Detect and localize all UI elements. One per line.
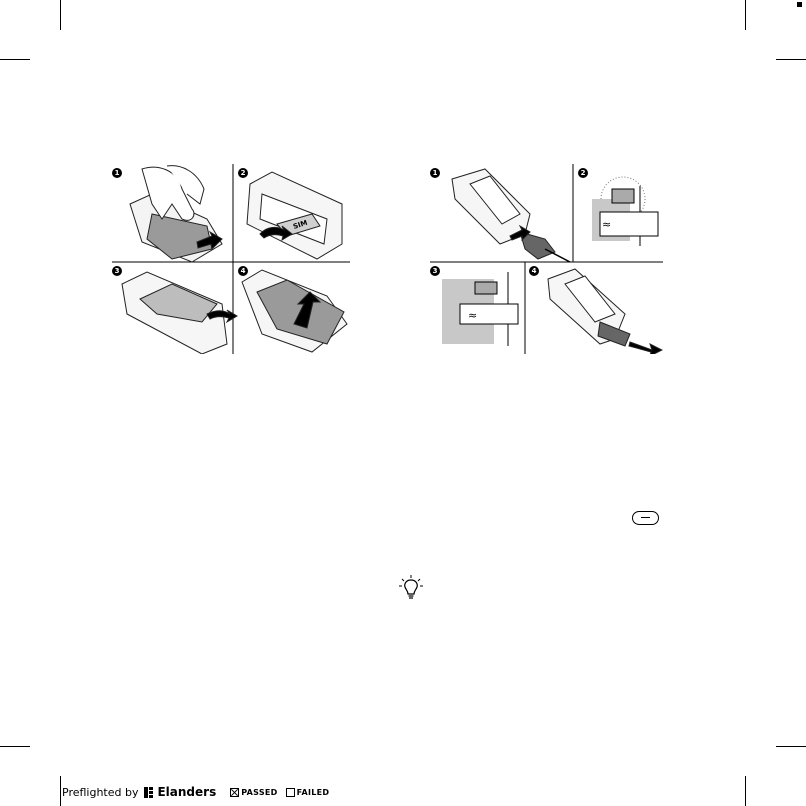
crop-mark bbox=[776, 59, 806, 60]
step-number-1: 1 bbox=[112, 168, 122, 178]
charging-figure: ≈ ≈ 1 2 3 4 bbox=[430, 164, 663, 354]
crop-mark bbox=[745, 776, 746, 806]
step-number-3: 3 bbox=[112, 266, 122, 276]
panel-2-illustration bbox=[247, 172, 342, 259]
passed-label: PASSED bbox=[241, 788, 277, 797]
charge-panel-1-illustration bbox=[452, 169, 570, 262]
charge-panel-3-illustration bbox=[442, 272, 518, 346]
charge-panel-4-illustration bbox=[548, 269, 662, 354]
crop-mark bbox=[60, 776, 61, 806]
panel-3-illustration bbox=[122, 272, 237, 354]
crop-mark bbox=[776, 746, 806, 747]
failed-checkbox bbox=[286, 788, 295, 797]
step-number-4: 4 bbox=[238, 266, 248, 276]
step-number-2: 2 bbox=[238, 168, 248, 178]
registration-mark bbox=[797, 2, 802, 7]
approx-symbol: ≈ bbox=[602, 218, 611, 231]
charge-step-number-4: 4 bbox=[529, 266, 539, 276]
charge-panel-2-illustration bbox=[592, 177, 658, 246]
battery-insertion-figure: SIM 1 2 3 4 bbox=[112, 164, 350, 354]
passed-checkbox bbox=[230, 788, 239, 797]
elanders-brand: Elanders bbox=[157, 785, 216, 799]
crop-mark bbox=[60, 0, 61, 30]
crop-mark bbox=[0, 746, 30, 747]
preflight-footer: Preflighted by Elanders PASSED FAILED bbox=[62, 785, 329, 799]
charge-step-number-2: 2 bbox=[578, 168, 588, 178]
preflighted-by-text: Preflighted by bbox=[62, 786, 138, 799]
crop-mark bbox=[0, 59, 30, 60]
panel-4-illustration bbox=[242, 270, 347, 352]
elanders-logo-icon bbox=[144, 787, 153, 798]
failed-label: FAILED bbox=[297, 788, 330, 797]
approx-symbol: ≈ bbox=[468, 309, 477, 322]
minus-key-icon bbox=[632, 511, 659, 525]
charge-step-number-3: 3 bbox=[430, 266, 440, 276]
panel-1-illustration bbox=[130, 166, 222, 262]
lightbulb-icon bbox=[399, 575, 423, 605]
crop-mark bbox=[745, 0, 746, 30]
charge-step-number-1: 1 bbox=[430, 168, 440, 178]
